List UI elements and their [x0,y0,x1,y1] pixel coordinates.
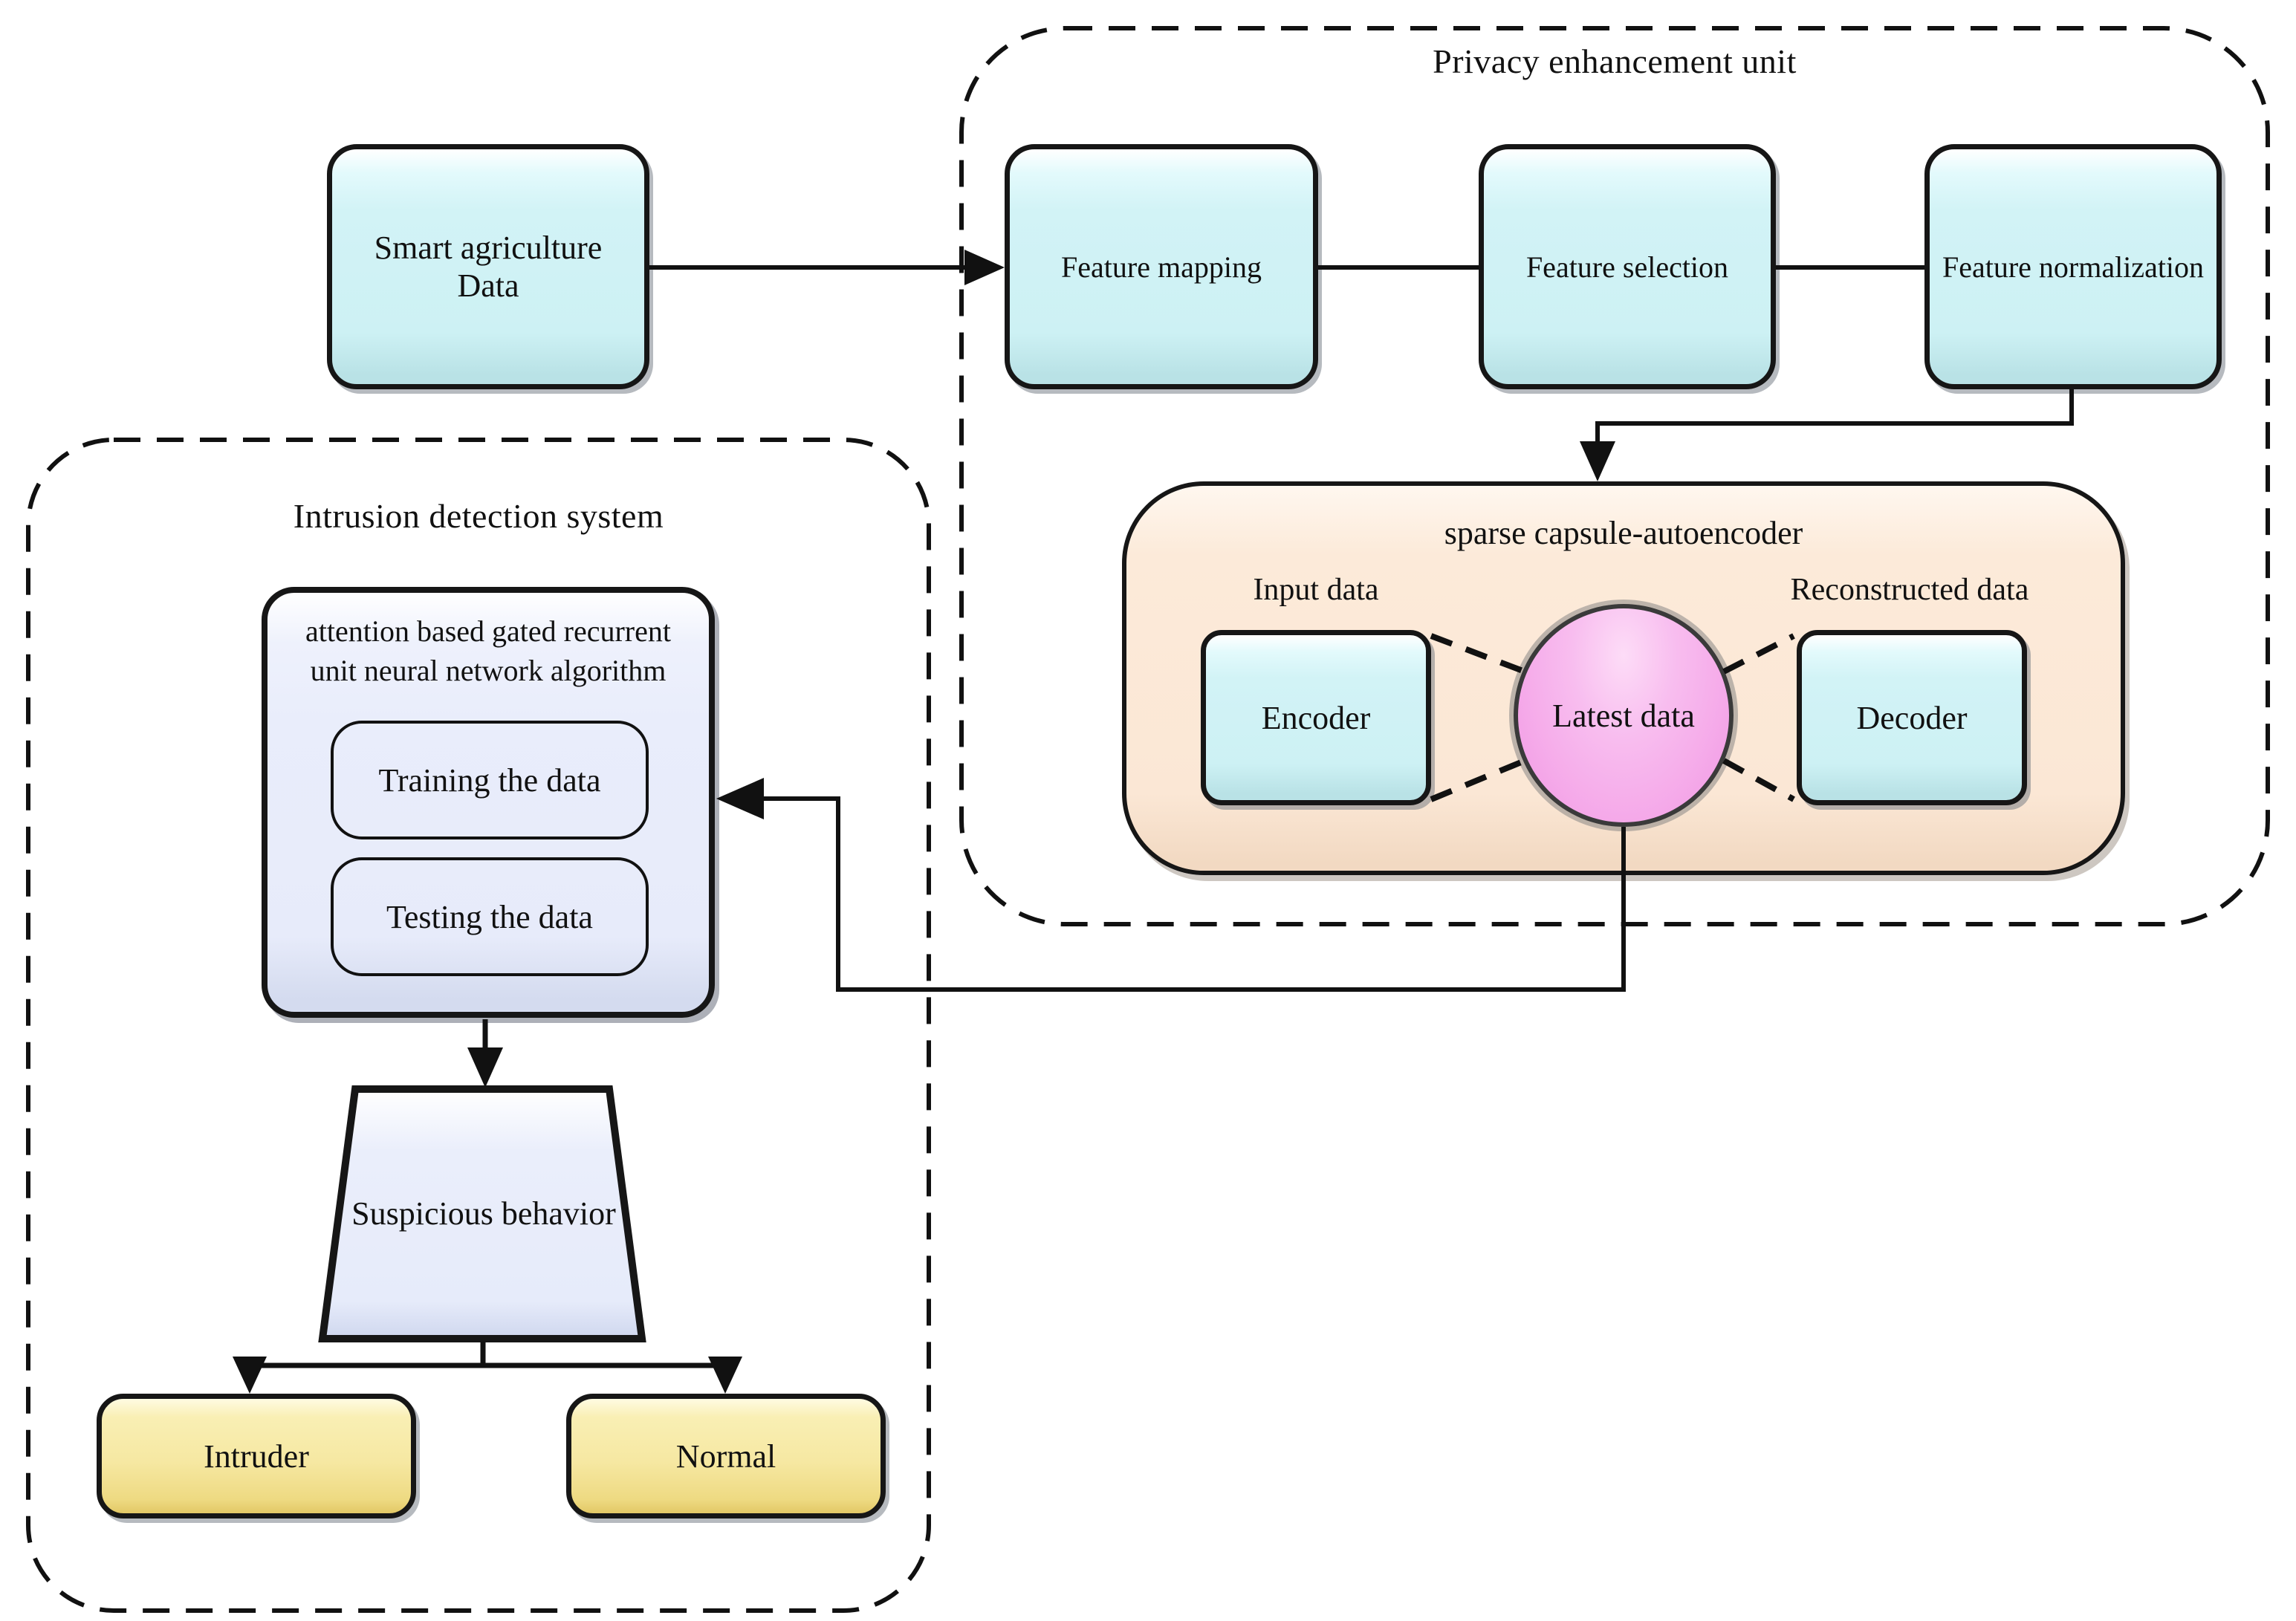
suspicious-behavior-label: Suspicious behavior [351,1195,616,1232]
arrowhead-into-intruder [233,1357,267,1394]
latest-data-ellipse: Latest data [1514,604,1734,827]
agru-box: attention based gated recurrent unit neu… [262,587,715,1018]
intrusion-system-title: Intrusion detection system [293,497,664,535]
decoder-box: Decoder [1797,630,2027,805]
feature-selection-box: Feature selection [1479,144,1776,389]
smart-agriculture-data-box: Smart agriculture Data [327,144,649,389]
feature-normalization-box: Feature normalization [1924,144,2222,389]
privacy-unit-title: Privacy enhancement unit [1433,42,1797,80]
feature-mapping-box: Feature mapping [1005,144,1318,389]
arrowhead-into-normal [708,1357,742,1394]
intruder-box: Intruder [97,1394,416,1518]
edge-normalization-to-autoencoder [1595,389,2074,443]
autoencoder-title: sparse capsule-autoencoder [1444,515,1803,551]
input-data-label: Input data [1253,573,1379,607]
arrowhead-into-feature-mapping [964,250,1005,285]
normal-box: Normal [566,1394,886,1518]
arrowhead-into-autoencoder [1580,441,1615,481]
arrowhead-into-agru [716,778,764,819]
agru-title: attention based gated recurrent unit neu… [305,614,671,687]
encoder-box: Encoder [1201,630,1431,805]
testing-box: Testing the data [331,857,649,976]
reconstructed-data-label: Reconstructed data [1790,573,2029,607]
training-box: Training the data [331,721,649,839]
